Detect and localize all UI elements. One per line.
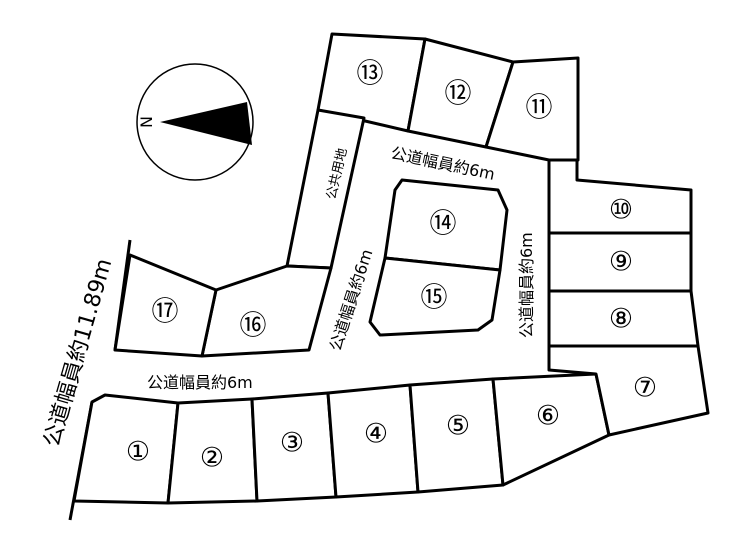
- lot-number: ④: [364, 419, 388, 450]
- lot-number: ②: [200, 443, 224, 474]
- lot-11[interactable]: [484, 56, 580, 162]
- lot-17[interactable]: [113, 253, 218, 358]
- lot-number: ⑰: [152, 297, 179, 328]
- road-label-north: 公道幅員約6m: [389, 143, 496, 184]
- lot-number: ⑫: [445, 79, 472, 110]
- lot-8[interactable]: [547, 289, 700, 348]
- lot-number: ③: [280, 428, 304, 459]
- lot-number: ⑤: [446, 411, 470, 442]
- lot-number: ①: [126, 437, 150, 468]
- compass-needle-icon: [160, 102, 252, 145]
- road-label-inner-east: 公道幅員約6m: [517, 232, 536, 338]
- compass: N: [136, 63, 254, 181]
- compass-north-letter: N: [137, 116, 156, 128]
- lot-number: ⑥: [536, 401, 560, 432]
- road-label-south: 公道幅員約6m: [147, 373, 253, 392]
- lot-number: ⑬: [357, 59, 384, 90]
- lot-number: ⑮: [421, 283, 448, 314]
- lot-15[interactable]: [368, 256, 502, 337]
- lot-number: ⑪: [526, 93, 553, 124]
- lot-number: ⑦: [633, 373, 657, 404]
- lot-number: ⑯: [240, 311, 267, 342]
- lot-number: ⑭: [430, 209, 457, 240]
- lot-number: ⑨: [609, 247, 633, 278]
- lot-number: ⑧: [609, 304, 633, 335]
- lot-number: ⑩: [609, 195, 633, 226]
- lot-16[interactable]: [200, 264, 333, 358]
